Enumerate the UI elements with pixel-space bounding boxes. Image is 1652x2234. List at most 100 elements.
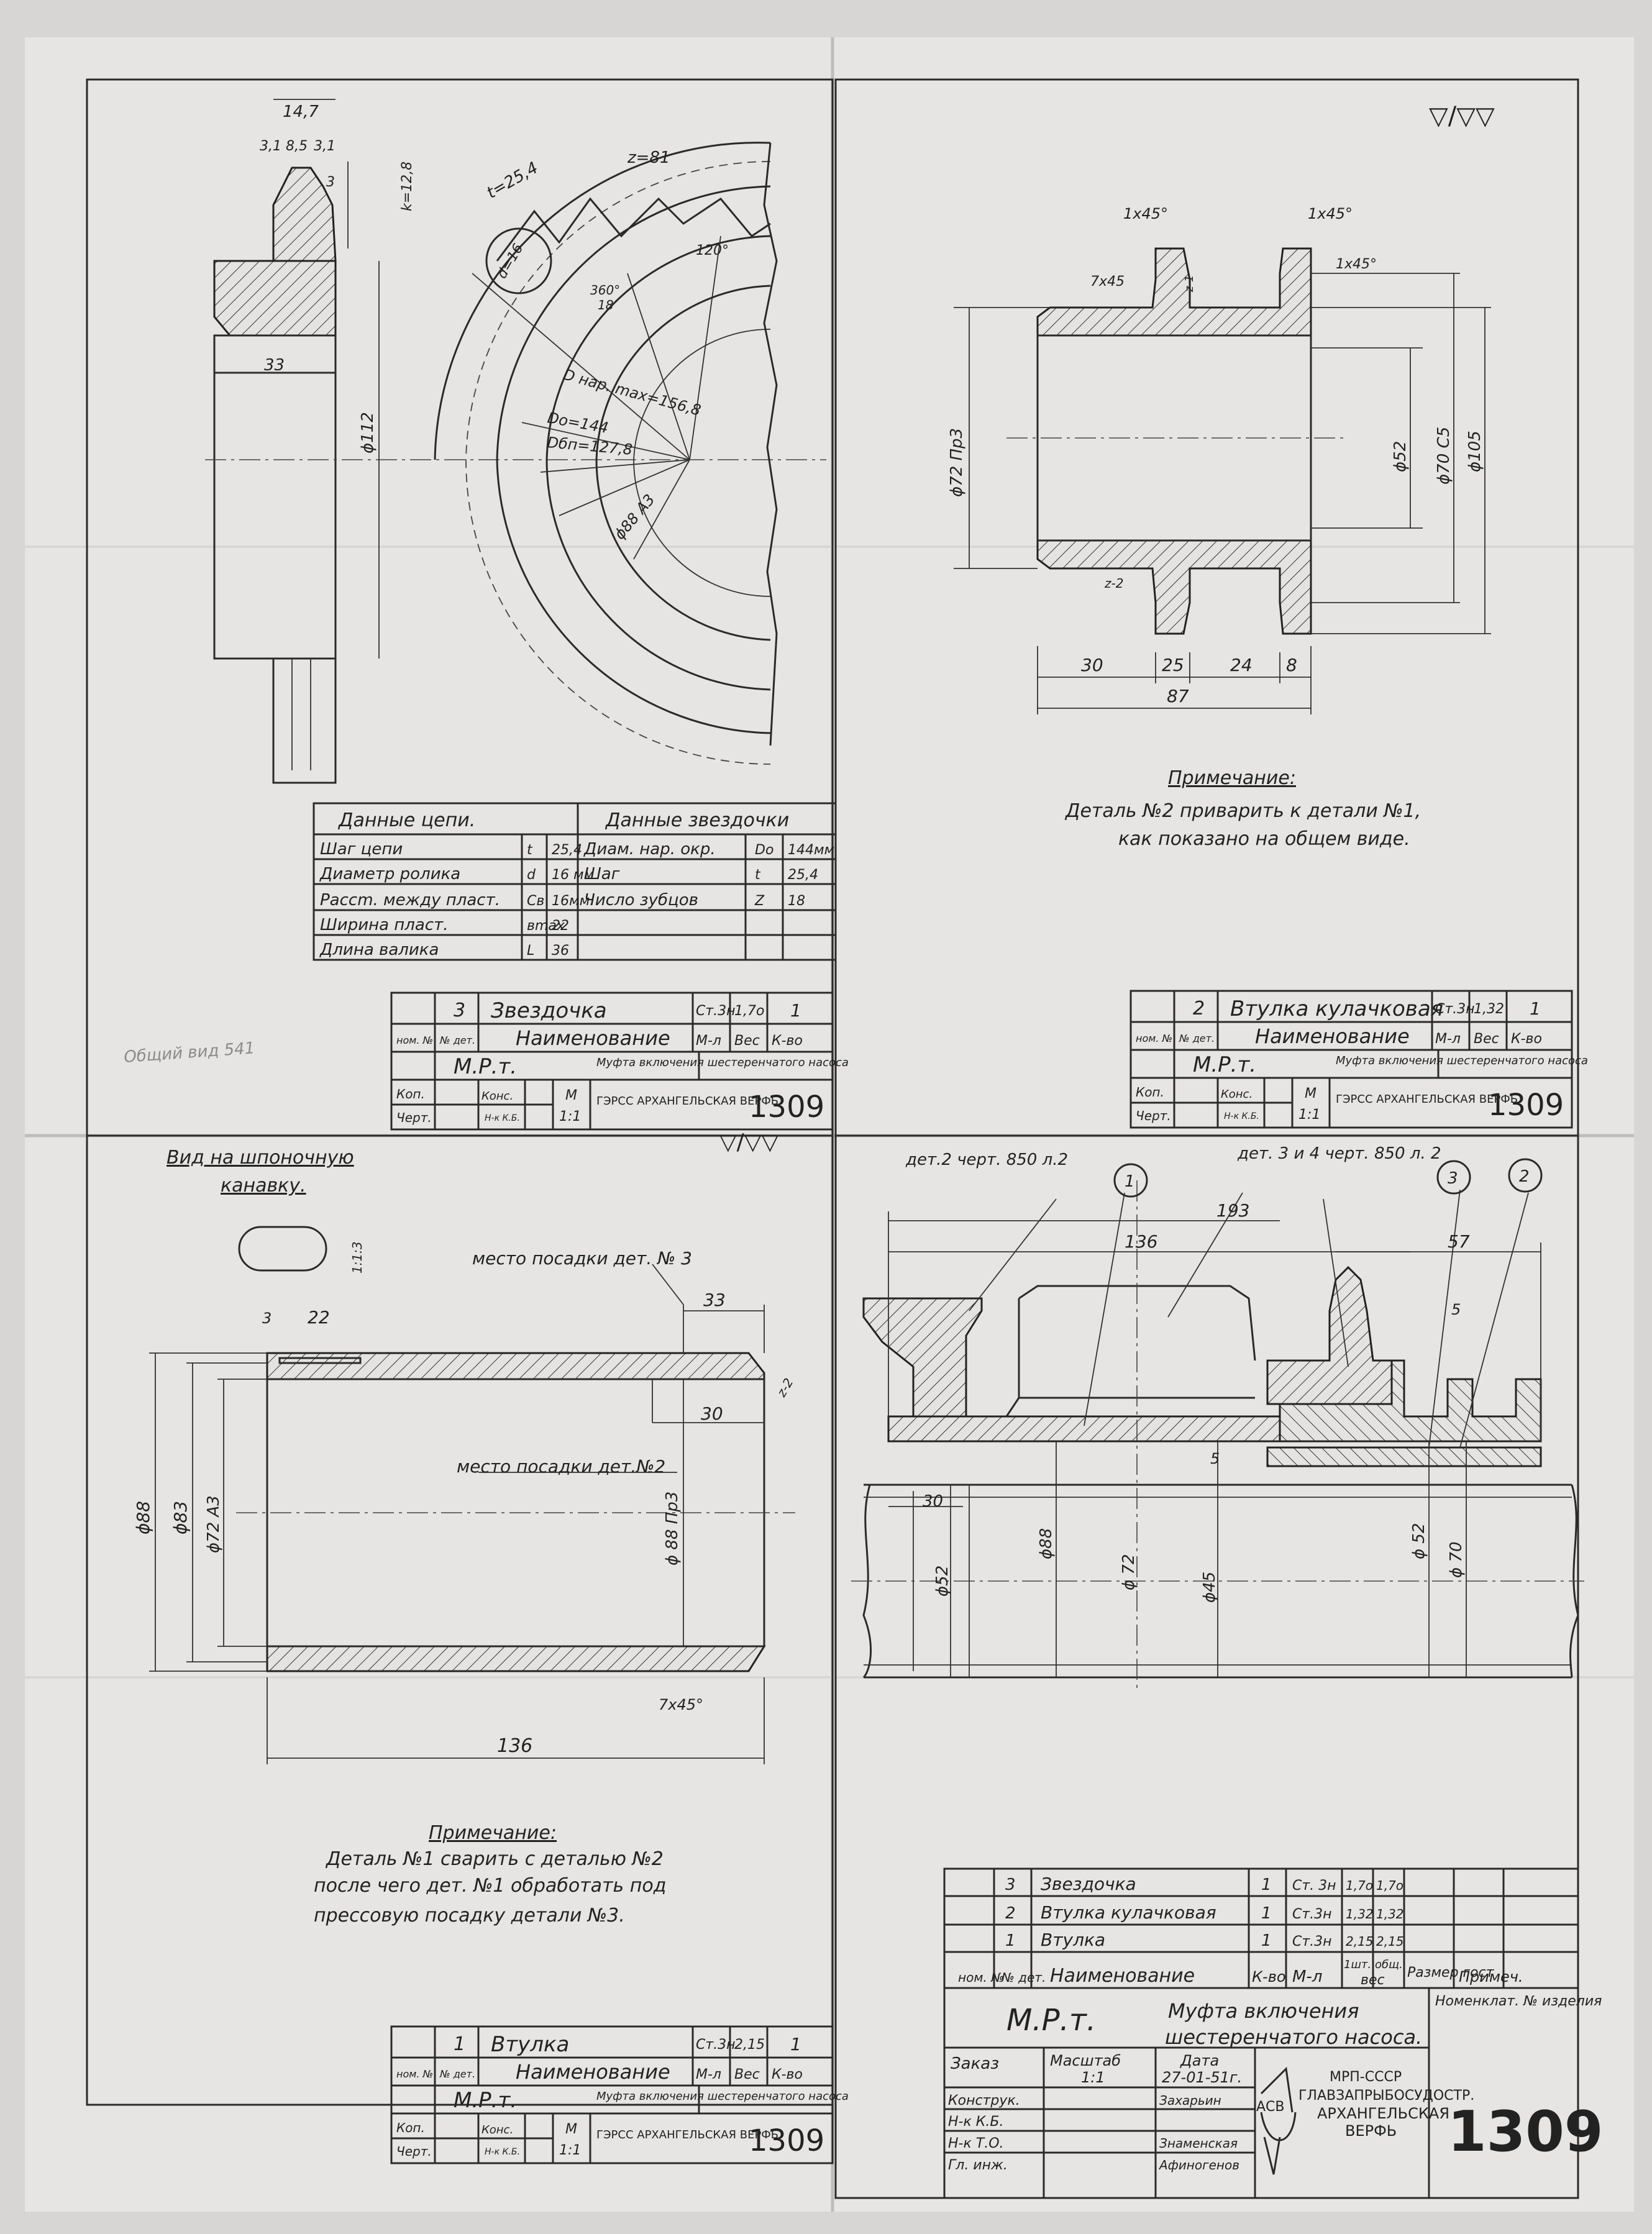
dim-z-81: z=81 [627, 148, 670, 167]
parts-list-cell: 2,15 [1346, 1934, 1374, 1949]
parts-list-cell: 1 [1261, 1904, 1272, 1923]
tb-h-qty: К-во [772, 2067, 803, 2082]
assembly-title-2: шестеренчатого насоса. [1165, 2025, 1422, 2049]
dim-angle-120: 120° [696, 243, 729, 258]
bushing-section [149, 1264, 795, 1764]
hdr-nom: ном. № [958, 1970, 1004, 1985]
sheet2-dimension-texts: 1х45° 1х45° 1х45° 7х45 ϕ72 Пр3 ϕ52 ϕ70 С… [947, 205, 1484, 706]
parts-list-cell: 1,32 [1346, 1907, 1374, 1922]
tb-h-nom: ном. № [396, 2068, 433, 2080]
dim-phi-105: ϕ105 [1466, 431, 1484, 472]
tb-kons: Конс. [481, 2123, 513, 2136]
dim-phi-52-a: ϕ52 [933, 1566, 952, 1597]
logo-text: АСВ [1256, 2099, 1285, 2115]
tb-kons: Конс. [481, 1090, 513, 1103]
hdr-size: Размер гост [1407, 1965, 1495, 1981]
cam-bushing-section [954, 247, 1491, 714]
tb-h-qty: К-во [1511, 1031, 1542, 1047]
chamfer-7x45: 7х45 [1090, 274, 1125, 290]
tb-h-name: Наименование [516, 2060, 670, 2084]
tb-nkb: Н-к К.Б. [485, 2147, 520, 2157]
dim-phi-112: ϕ112 [358, 412, 377, 454]
sprocket-side-view [205, 99, 826, 784]
date-label: Дата [1180, 2052, 1219, 2069]
hdr-wt-total: общ. [1375, 1958, 1403, 1971]
tb-h-nom: ном. № [1136, 1033, 1172, 1044]
dim-30: 30 [1081, 655, 1103, 675]
tb-org: М.Р.т. [1193, 1052, 1256, 1077]
tb-qty: 1 [790, 1000, 801, 1021]
keyway-title-1: Вид на шпоночную [167, 1147, 354, 1169]
chain-table-title: Данные цепи. [337, 809, 475, 831]
tb-h-name: Наименование [516, 1026, 670, 1050]
dim-33: 33 [264, 356, 285, 375]
balloon-2: 2 [1519, 1167, 1530, 1186]
dim-14-7: 14,7 [283, 103, 319, 121]
dim-30: 30 [923, 1492, 943, 1511]
chain-table-cell: 144мм [788, 842, 834, 858]
parts-list-cell: Ст.3н [1292, 1907, 1332, 1922]
sprocket-table-title: Данные звездочки [605, 809, 789, 831]
yard-name-1: АРХАНГЕЛЬСКАЯ [1317, 2105, 1449, 2122]
tb-name: Звездочка [491, 998, 607, 1023]
tb-cher: Черт. [396, 1110, 432, 1125]
tb-scale: 1:1 [559, 1109, 581, 1124]
sheet4-texts: дет.2 черт. 850 л.2 дет. 3 и 4 черт. 850… [905, 1144, 1530, 1603]
chain-table-cell: Z [754, 893, 765, 909]
ref-detail-2: дет.2 черт. 850 л.2 [905, 1151, 1068, 1169]
tb-nkb: Н-к К.Б. [1224, 1111, 1259, 1121]
tb-scale-m: М [565, 1088, 577, 1103]
sheet3-note-title: Примечание: [429, 1822, 557, 1844]
parts-list-cell: 1,32 [1376, 1907, 1404, 1922]
hdr-name: Наименование [1050, 1965, 1195, 1987]
tb-name: Втулка кулачковая [1230, 996, 1443, 1021]
dim-phi-52: ϕ52 [1391, 441, 1410, 472]
parts-list-cell: 2,15 [1376, 1934, 1404, 1949]
balloon-3: 3 [1448, 1169, 1458, 1188]
order-label: Заказ [951, 2054, 999, 2073]
tb-kop: Коп. [396, 1087, 425, 1101]
dim-33: 33 [703, 1290, 726, 1310]
tb-qty: 1 [790, 2034, 801, 2054]
dim-8: 8 [1286, 655, 1297, 675]
tb-weight: 1,32 [1474, 1001, 1504, 1017]
chain-table-cell: Число зубцов [584, 891, 698, 910]
chain-table-cell: 16 мм [552, 867, 594, 883]
chain-table-cell: Диаметр ролика [319, 865, 460, 883]
yard-name-2: ВЕРФЬ [1345, 2122, 1397, 2140]
tb-pos: 2 [1193, 998, 1205, 1019]
dim-angle-360: 360° [590, 283, 620, 298]
chain-table-cell: 25,4 [552, 842, 582, 858]
dim-phi-88: ϕ88 [1037, 1528, 1056, 1559]
keyway-title-2: канавку. [221, 1175, 306, 1197]
scale-label: Масштаб [1050, 2052, 1121, 2069]
hdr-note: Примеч. [1459, 1968, 1523, 1986]
parts-list-cell: Втулка кулачковая [1041, 1902, 1216, 1923]
tb-org: М.Р.т. [454, 2088, 517, 2113]
chain-table-cell: Диам. нар. окр. [583, 840, 716, 859]
balloon-1: 1 [1125, 1172, 1135, 1191]
tb-nkb: Н-к К.Б. [485, 1113, 520, 1123]
dim-22: 22 [308, 1307, 330, 1328]
sprocket-front-view [434, 142, 778, 765]
tb-h-mat: М-л [696, 1033, 721, 1049]
tb-qty: 1 [1530, 998, 1541, 1019]
date-value: 27-01-51г. [1162, 2069, 1242, 2086]
sheet2-note-title: Примечание: [1168, 767, 1296, 789]
tb-scale: 1:1 [1298, 1107, 1320, 1123]
dim-phi-83: ϕ83 [170, 1501, 191, 1534]
keyway-view: Вид на шпоночную канавку. 1:1:3 [167, 1147, 365, 1274]
role-person: Захарьин [1159, 2093, 1221, 2108]
tb-number: 1309 [749, 2123, 824, 2158]
sheet3-roughness-mark: ▽/▽▽ [719, 1129, 779, 1155]
dim-30: 30 [701, 1403, 723, 1424]
tb-yard: ГЭРСС АРХАНГЕЛЬСКАЯ ВЕРФЬ [596, 2128, 778, 2141]
chain-table-cell: t [755, 867, 761, 883]
tb-assembly: Муфта включения шестеренчатого насоса [596, 2090, 849, 2103]
z2-mark: z-2 [1104, 576, 1123, 591]
seat-detail-2-label: место посадки дет.№2 [457, 1456, 665, 1477]
chain-table-cell: 25,4 [788, 867, 818, 883]
tb-material: Ст.3н [696, 1003, 736, 1019]
